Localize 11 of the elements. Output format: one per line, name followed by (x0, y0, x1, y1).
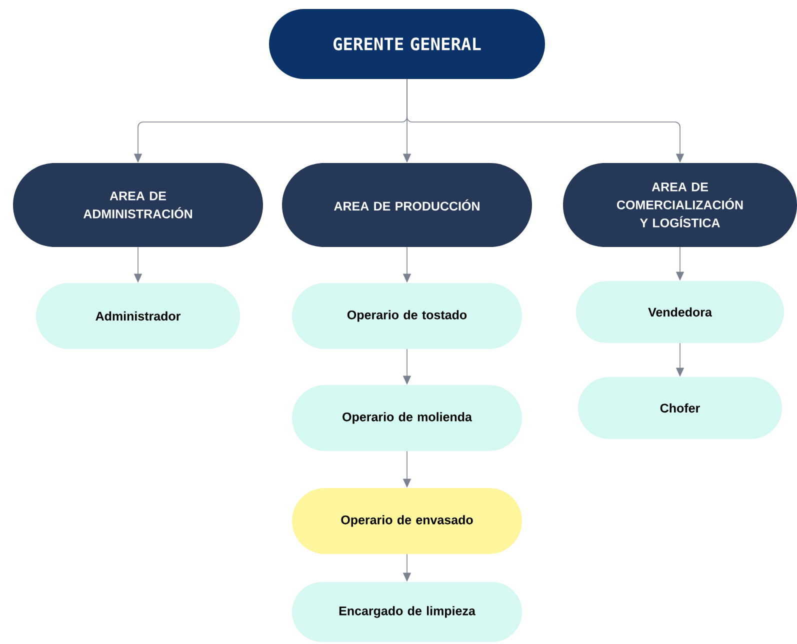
department-box: AREA DE ADMINISTRACIÓN (13, 162, 263, 247)
department-box: AREA DE PRODUCCIÓN (282, 162, 532, 247)
role-box: Operario de tostado (292, 282, 522, 349)
department-box: AREA DE COMERCIALIZACIÓN Y LOGÍSTICA (563, 162, 797, 247)
manager-box: GERENTE GENERAL (269, 8, 545, 79)
role-box: Administrador (36, 282, 240, 349)
role-box: Operario de molienda (292, 384, 522, 451)
role-box: Operario de envasado (292, 488, 522, 554)
role-box: Vendedora (576, 280, 784, 343)
role-box: Encargado de limpieza (292, 582, 522, 642)
role-box: Chofer (578, 377, 782, 439)
